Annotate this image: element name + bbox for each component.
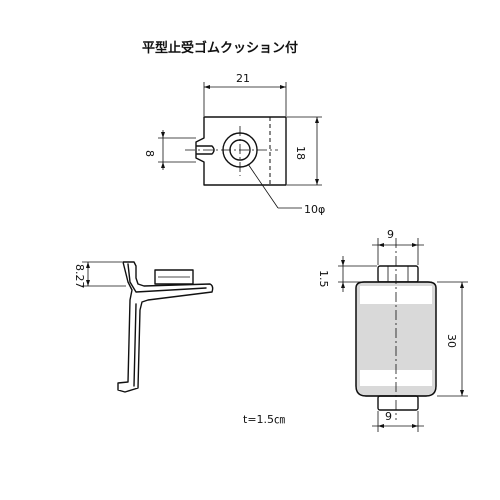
dim-left-height: 8 <box>143 150 156 157</box>
dim-hole: 10φ <box>304 203 325 216</box>
cushion-view: 9 9 30 1.5 <box>317 228 468 432</box>
drawing-title: 平型止受ゴムクッション付 <box>142 40 298 56</box>
dim-side-thickness: 8.27 <box>73 264 86 289</box>
bracket-side-view: 8.27 <box>73 261 214 393</box>
dim-cushion-cap: 1.5 <box>317 270 330 288</box>
dim-cushion-bottom: 9 <box>385 410 392 423</box>
dim-width: 21 <box>236 72 250 85</box>
thickness-note: t=1.5㎝ <box>243 413 285 426</box>
dim-right-height: 18 <box>294 146 307 160</box>
plate-top-view: 21 8 18 10φ <box>143 72 325 216</box>
dim-cushion-height: 30 <box>445 334 458 348</box>
dim-cushion-top: 9 <box>387 228 394 241</box>
